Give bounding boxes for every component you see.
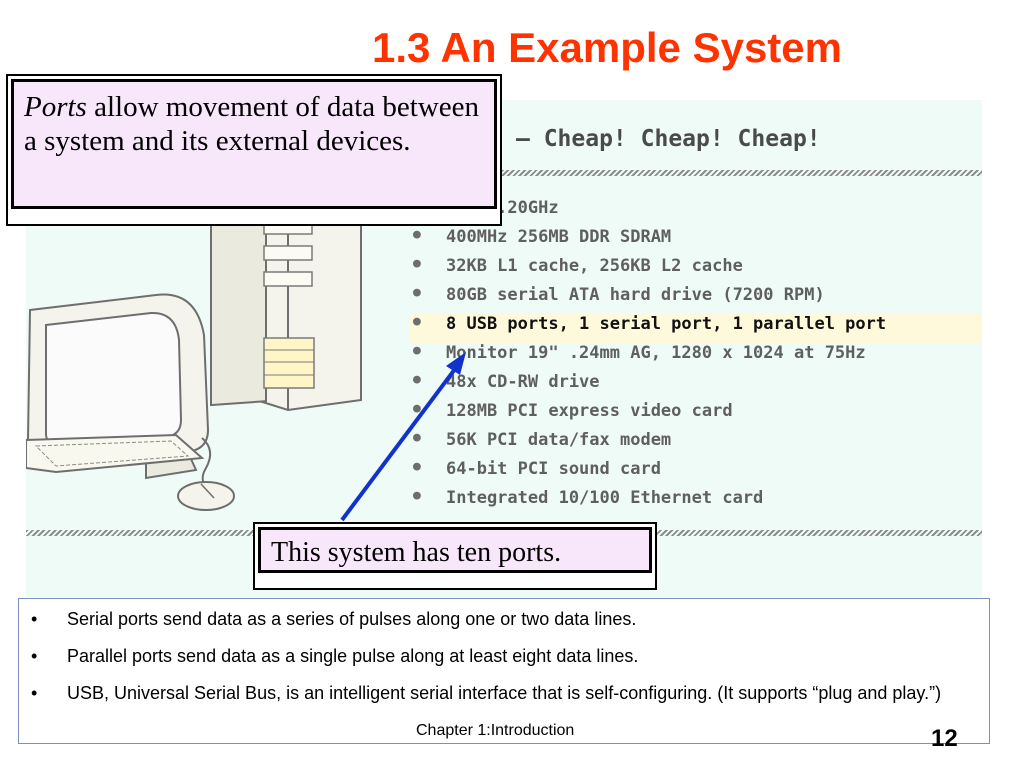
spec-text: 128MB PCI express video card <box>446 401 733 421</box>
footer-chapter: Chapter 1:Introduction <box>416 722 575 739</box>
slide-title: 1.3 An Example System <box>372 24 842 71</box>
bullet-icon: ● <box>413 314 421 329</box>
notes-list: • Serial ports send data as a series of p… <box>19 607 979 718</box>
spec-text: Monitor 19" .24mm AG, 1280 x 1024 at 75H… <box>446 343 866 363</box>
bullet-icon: • <box>31 683 38 703</box>
spec-list: ●ium 4.20GHz ●400MHz 256MB DDR SDRAM ●32… <box>410 198 982 517</box>
spec-text: Integrated 10/100 Ethernet card <box>446 488 764 508</box>
spec-item: ● Monitor 19" .24mm AG, 1280 x 1024 at 75… <box>410 343 982 372</box>
bullet-icon: ● <box>413 343 421 358</box>
note-item: • Parallel ports send data as a single pu… <box>19 644 979 669</box>
note-item: • Serial ports send data as a series of p… <box>19 607 979 632</box>
spec-text: 64-bit PCI sound card <box>446 459 661 479</box>
ports-definition: allow movement of data between a system … <box>24 91 480 157</box>
bullet-icon: • <box>31 609 38 629</box>
spec-text: 8 USB ports, 1 serial port, 1 parallel p… <box>446 314 887 334</box>
ten-ports-text: This system has ten ports. <box>258 527 652 573</box>
bullet-icon: ● <box>413 256 421 271</box>
spec-text: 80GB serial ATA hard drive (7200 RPM) <box>446 285 825 305</box>
bullet-icon: ● <box>413 285 421 300</box>
spec-item: ● Integrated 10/100 Ethernet card <box>410 488 982 517</box>
spec-text: 400MHz 256MB DDR SDRAM <box>446 227 672 247</box>
note-text: Parallel ports send data as a single pul… <box>67 646 639 666</box>
spec-item: ● 80GB serial ATA hard drive (7200 RPM) <box>410 285 982 314</box>
bullet-icon: ● <box>413 227 421 242</box>
spec-text: 32KB L1 cache, 256KB L2 cache <box>446 256 743 276</box>
advertisement-heading: – Cheap! Cheap! Cheap! <box>516 126 821 152</box>
divider <box>26 170 982 176</box>
spec-text: 48x CD-RW drive <box>446 372 600 392</box>
note-item: • USB, Universal Serial Bus, is an intell… <box>19 681 979 706</box>
spec-item: ● 56K PCI data/fax modem <box>410 430 982 459</box>
note-text: USB, Universal Serial Bus, is an intelli… <box>67 683 942 703</box>
bullet-icon: ● <box>413 372 421 387</box>
spec-item: ● 64-bit PCI sound card <box>410 459 982 488</box>
bullet-icon: ● <box>413 459 421 474</box>
spec-item: ● 32KB L1 cache, 256KB L2 cache <box>410 256 982 285</box>
ports-term: Ports <box>24 91 87 123</box>
ten-ports-callout: This system has ten ports. <box>253 522 657 590</box>
spec-item: ● 400MHz 256MB DDR SDRAM <box>410 227 982 256</box>
bullet-icon: ● <box>413 488 421 503</box>
spec-item-highlighted: ● 8 USB ports, 1 serial port, 1 parallel … <box>410 314 982 343</box>
bullet-icon: ● <box>413 401 421 416</box>
computer-advertisement: – Cheap! Cheap! Cheap! ●ium 4.20GHz ●400… <box>26 100 982 597</box>
bullet-icon: • <box>31 646 38 666</box>
note-text: Serial ports send data as a series of pu… <box>67 609 637 629</box>
spec-item: ● 48x CD-RW drive <box>410 372 982 401</box>
bullet-icon: ● <box>413 430 421 445</box>
page-number: 12 <box>931 725 958 752</box>
ports-callout: Ports allow movement of data between a s… <box>6 74 502 226</box>
notes-box: • Serial ports send data as a series of p… <box>18 598 990 744</box>
spec-item: ● 128MB PCI express video card <box>410 401 982 430</box>
spec-text: 56K PCI data/fax modem <box>446 430 672 450</box>
